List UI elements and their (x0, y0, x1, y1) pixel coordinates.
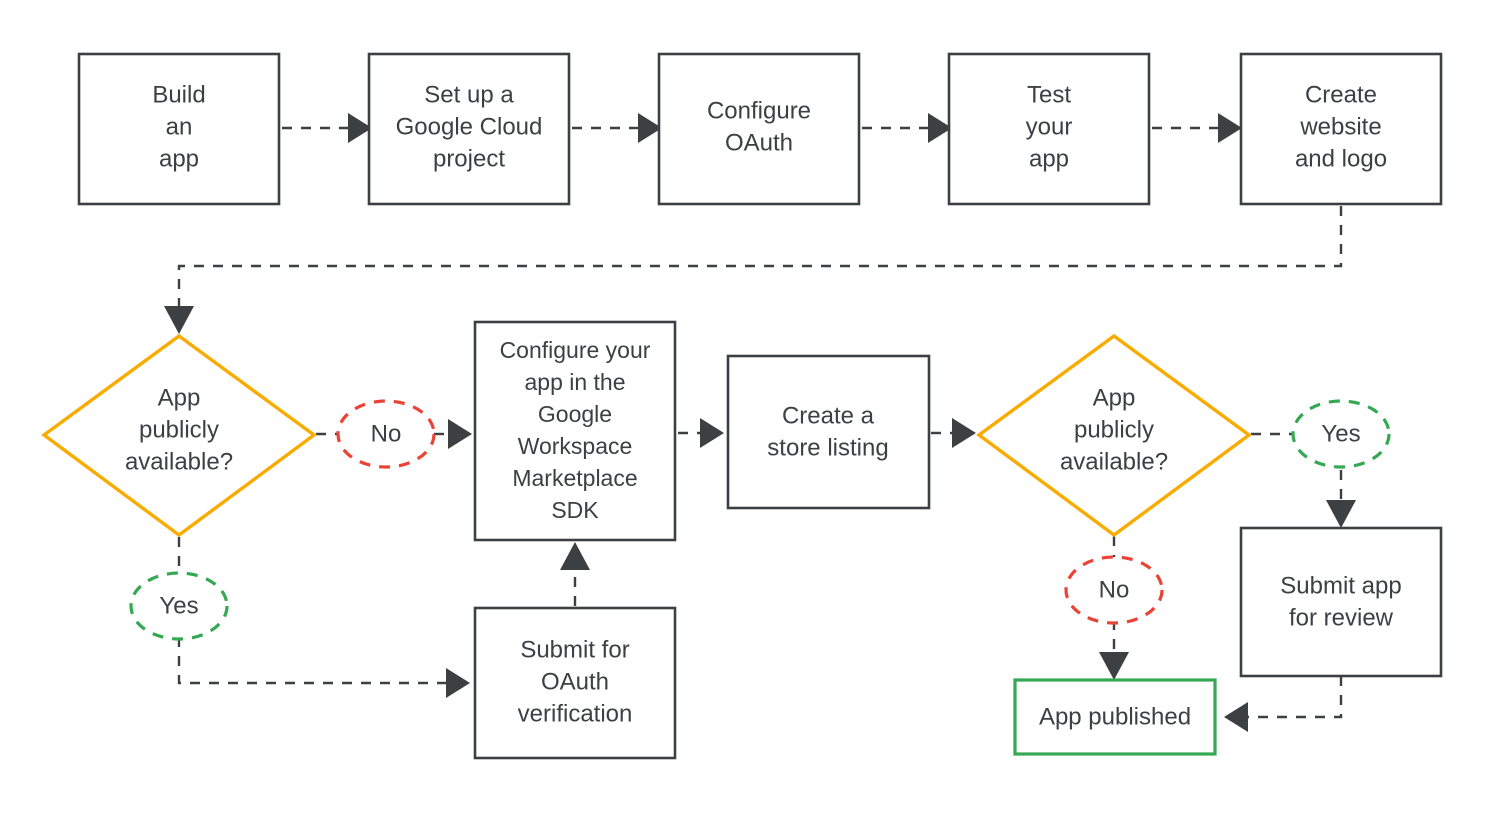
node-build-an-app[interactable]: Build an app (77, 52, 281, 206)
node-test-your-app-line-0: Test (1027, 81, 1071, 108)
yes-1-text: Yes (159, 592, 198, 619)
edge-label-yes-1: Yes (129, 571, 229, 641)
edge-store-listing-to-decision2 (931, 418, 976, 448)
node-configure-sdk-line-1: app in the (524, 369, 625, 395)
node-set-up-gcp-project-line-2: project (433, 145, 505, 172)
node-create-website-logo-shape[interactable] (1239, 52, 1443, 206)
node-submit-for-review-shape[interactable] (1239, 526, 1443, 678)
node-test-your-app-shape[interactable] (947, 52, 1151, 206)
node-set-up-gcp-project-line-1: Google Cloud (396, 113, 543, 140)
node-test-your-app[interactable]: Test your app (947, 52, 1151, 206)
node-submit-for-review[interactable]: Submit app for review (1239, 526, 1443, 678)
node-build-an-app-line-2: app (159, 145, 199, 172)
node-configure-sdk[interactable]: Configure your app in the Google Workspa… (473, 320, 677, 542)
node-create-website-logo-line-2: and logo (1295, 145, 1387, 172)
edge-decision2-no-to-published (1099, 536, 1129, 680)
node-configure-sdk-line-0: Configure your (500, 337, 651, 363)
yes-1-oval (129, 571, 229, 641)
yes-2-oval (1291, 399, 1391, 469)
node-create-store-listing-line-0: Create a (782, 402, 875, 429)
node-build-an-app-line-1: an (166, 113, 193, 140)
node-create-store-listing[interactable]: Create a store listing (726, 354, 931, 510)
edge-sdk-to-store-listing (678, 418, 724, 448)
node-test-your-app-line-2: app (1029, 145, 1069, 172)
node-configure-sdk-line-2: Google (538, 401, 612, 427)
node-configure-sdk-line-5: SDK (551, 497, 599, 523)
node-submit-oauth-line-1: OAuth (541, 668, 609, 695)
node-decision-public-2-line-0: App (1093, 384, 1136, 411)
edge-label-no-1: No (336, 399, 436, 469)
node-build-an-app-line-0: Build (152, 81, 205, 108)
node-decision-public-1-shape[interactable] (41, 333, 317, 538)
node-decision-public-2[interactable]: App publicly available? (976, 333, 1252, 538)
edge-label-yes-2: Yes (1291, 399, 1391, 469)
edge-setup-to-oauth (572, 113, 662, 143)
no-1-text: No (371, 420, 402, 447)
node-decision-public-2-shape[interactable] (976, 333, 1252, 538)
no-2-text: No (1099, 576, 1130, 603)
no-1-oval (336, 399, 436, 469)
node-create-store-listing-line-1: store listing (767, 434, 888, 461)
edge-decision1-yes-to-submit-oauth (177, 537, 470, 698)
node-submit-oauth[interactable]: Submit for OAuth verification (473, 606, 677, 760)
node-configure-oauth-line-0: Configure (707, 97, 811, 124)
node-decision-public-2-line-2: available? (1060, 448, 1168, 475)
node-submit-for-review-line-1: for review (1289, 604, 1394, 631)
node-configure-sdk-line-3: Workspace (518, 433, 633, 459)
node-decision-public-1-line-1: publicly (139, 416, 219, 443)
yes-2-text: Yes (1321, 420, 1360, 447)
edge-layer (164, 113, 1356, 732)
edge-test-to-website (1152, 113, 1242, 143)
node-submit-for-review-line-0: Submit app (1280, 572, 1401, 599)
node-app-published-shape[interactable] (1013, 678, 1217, 756)
edge-submit-oauth-to-sdk (560, 542, 590, 606)
edge-label-no-2: No (1064, 555, 1164, 625)
node-test-your-app-line-1: your (1026, 113, 1073, 140)
node-build-an-app-shape[interactable] (77, 52, 281, 206)
no-2-oval (1064, 555, 1164, 625)
node-app-published-line-0: App published (1039, 703, 1191, 730)
node-submit-oauth-shape[interactable] (473, 606, 677, 760)
edge-website-to-decision1 (164, 206, 1343, 334)
node-create-website-logo[interactable]: Create website and logo (1239, 52, 1443, 206)
node-layer: Build an app Set up a Google Cloud proje… (41, 52, 1443, 760)
node-configure-oauth[interactable]: Configure OAuth (657, 52, 861, 206)
node-decision-public-1-line-0: App (158, 384, 201, 411)
node-create-website-logo-line-0: Create (1305, 81, 1377, 108)
node-configure-sdk-shape[interactable] (473, 320, 677, 542)
node-decision-public-1[interactable]: App publicly available? (41, 333, 317, 538)
node-submit-oauth-line-0: Submit for (520, 636, 629, 663)
node-decision-public-2-line-1: publicly (1074, 416, 1154, 443)
node-configure-oauth-line-1: OAuth (725, 129, 793, 156)
node-app-published[interactable]: App published (1013, 678, 1217, 756)
node-create-website-logo-line-1: website (1299, 113, 1381, 140)
edge-label-layer: No Yes Yes No (129, 399, 1391, 641)
node-set-up-gcp-project-shape[interactable] (367, 52, 571, 206)
edge-decision1-no-to-sdk (316, 419, 472, 449)
edge-oauth-to-test (862, 113, 952, 143)
node-create-store-listing-shape[interactable] (726, 354, 931, 510)
node-configure-sdk-line-4: Marketplace (512, 465, 637, 491)
edge-review-to-published (1224, 676, 1343, 732)
node-set-up-gcp-project-line-0: Set up a (424, 81, 514, 108)
node-submit-oauth-line-2: verification (518, 700, 633, 727)
node-set-up-gcp-project[interactable]: Set up a Google Cloud project (367, 52, 571, 206)
edge-decision2-yes-to-review (1251, 432, 1356, 528)
node-configure-oauth-shape[interactable] (657, 52, 861, 206)
edge-build-to-setup (282, 113, 372, 143)
node-decision-public-1-line-2: available? (125, 448, 233, 475)
